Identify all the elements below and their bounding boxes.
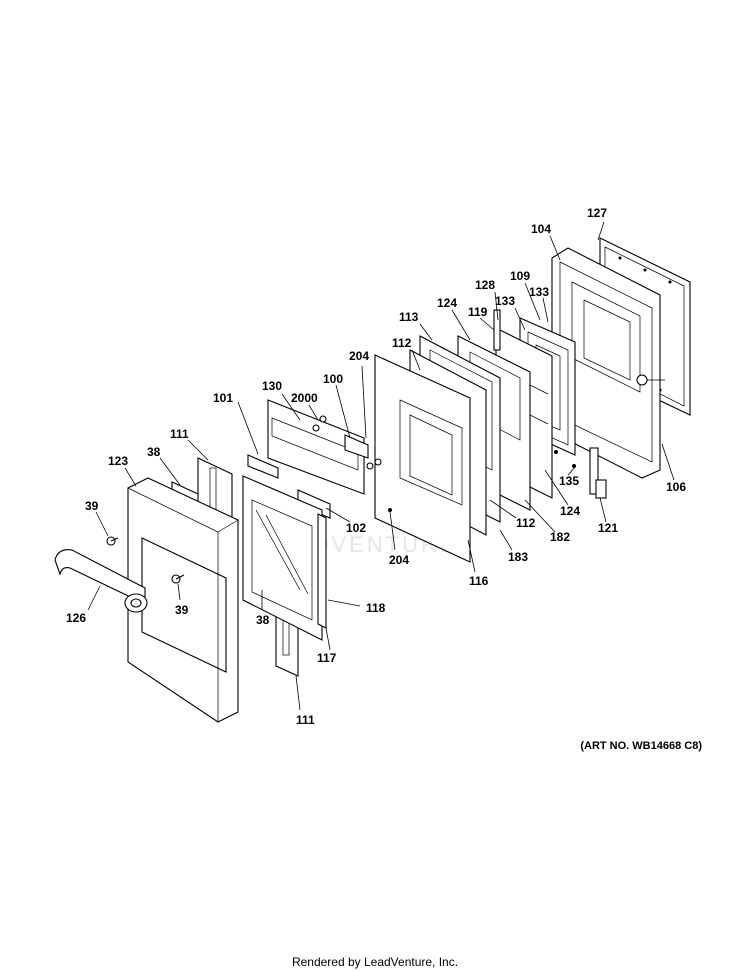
part-label-130: 130 <box>262 379 282 393</box>
part-label-123: 123 <box>108 454 128 468</box>
screw-39-lower <box>171 574 185 584</box>
part-label-118: 118 <box>366 601 386 615</box>
part-label-113: 113 <box>399 310 419 324</box>
part-label-102: 102 <box>346 521 366 535</box>
glass-panel-38-lower <box>242 475 323 641</box>
part-label-106: 106 <box>666 480 686 494</box>
part-label-128: 128 <box>475 278 495 292</box>
part-label-116: 116 <box>469 574 489 588</box>
footer-credit: Rendered by LeadVenture, Inc. <box>291 955 459 969</box>
door-handle-126 <box>54 549 148 613</box>
part-label-127: 127 <box>587 206 607 220</box>
part-label-183: 183 <box>508 550 528 564</box>
part-label-39: 39 <box>85 499 99 513</box>
part-label-204: 204 <box>349 349 369 363</box>
part-label-204: 204 <box>389 553 409 567</box>
leader-lines <box>87 221 675 711</box>
part-label-101: 101 <box>213 391 233 405</box>
part-label-100: 100 <box>323 372 343 386</box>
part-label-133: 133 <box>495 294 515 308</box>
part-label-112: 112 <box>516 516 536 530</box>
hinge-bracket-100 <box>312 415 369 459</box>
part-label-182: 182 <box>550 530 570 544</box>
vent-trim-130 <box>267 399 365 495</box>
part-label-38: 38 <box>256 613 270 627</box>
part-label-112: 112 <box>392 336 412 350</box>
part-label-111: 111 <box>170 427 189 441</box>
part-labels: 127 104 128 109 133 133 124 119 113 112 … <box>66 206 686 727</box>
part-label-109: 109 <box>510 269 530 283</box>
part-label-124: 124 <box>560 504 580 518</box>
part-label-133: 133 <box>529 285 549 299</box>
part-label-38: 38 <box>147 445 161 459</box>
part-label-124: 124 <box>437 296 457 310</box>
part-label-117: 117 <box>317 651 337 665</box>
part-label-104: 104 <box>531 222 551 236</box>
spacer-117 <box>317 513 327 629</box>
part-label-135: 135 <box>559 474 579 488</box>
bracket-101 <box>247 454 279 479</box>
part-label-2000: 2000 <box>291 391 318 405</box>
part-label-111: 111 <box>296 713 315 727</box>
part-label-126: 126 <box>66 611 86 625</box>
screw-39-upper <box>106 536 119 546</box>
part-label-39: 39 <box>175 603 189 617</box>
hinge-121 <box>554 447 607 499</box>
art-number: (ART NO. WB14668 C8) <box>580 740 702 752</box>
part-label-121: 121 <box>598 521 618 535</box>
part-label-119: 119 <box>468 305 488 319</box>
